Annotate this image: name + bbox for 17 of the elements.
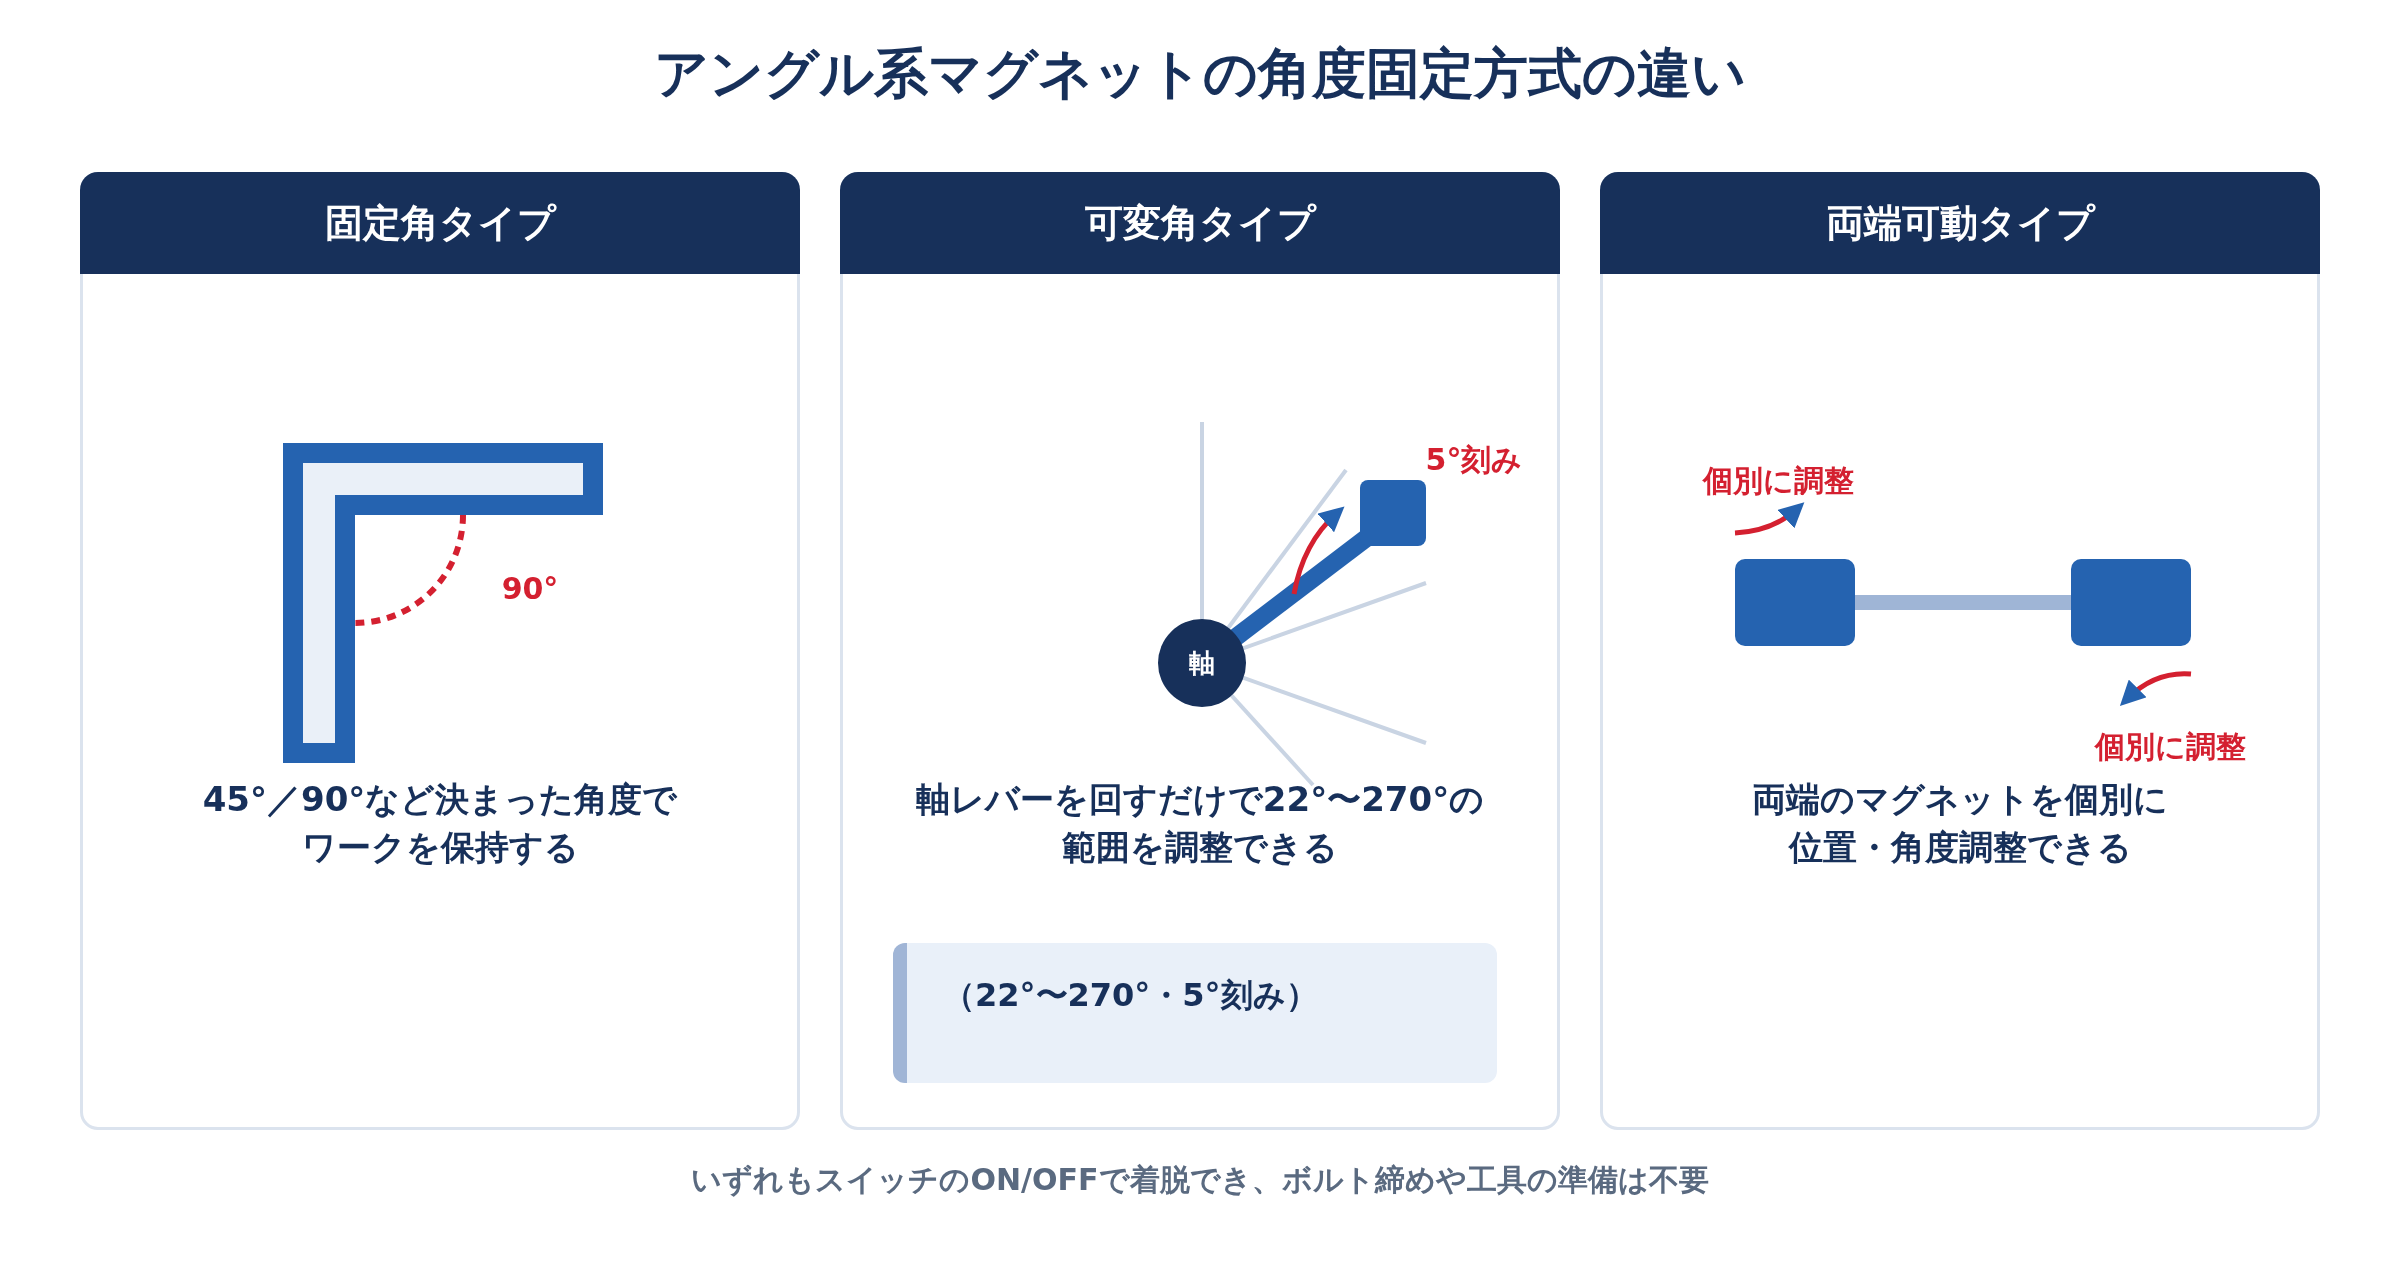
annotation-label: 90° bbox=[501, 570, 559, 606]
footnote: いずれもスイッチのON/OFFで着脱でき、ボルト締めや工具の準備は不要 bbox=[690, 1161, 1710, 1199]
annotation-label: 個別に調整 bbox=[1702, 461, 1854, 500]
panel-card bbox=[1600, 172, 2320, 1130]
annotation-label: 5°刻み bbox=[1425, 440, 1523, 479]
annotation-label: 個別に調整 bbox=[2094, 727, 2246, 766]
panel-card bbox=[840, 172, 1560, 1130]
panel-header: 固定角タイプ bbox=[80, 172, 800, 274]
description: 両端のマグネットを個別に位置・角度調整できる bbox=[1751, 778, 2169, 869]
description: 45°／90°など決まった角度でワークを保持する bbox=[201, 778, 679, 869]
panel-header: 両端可動タイプ bbox=[1600, 172, 2320, 274]
title: アングル系マグネットの角度固定方式の違い bbox=[653, 41, 1747, 107]
panel-card bbox=[80, 172, 800, 1130]
example-note: （22°〜270°・5°刻み） bbox=[893, 943, 1497, 1083]
description: 軸レバーを回すだけで22°〜270°の範囲を調整できる bbox=[914, 778, 1486, 869]
panel-header: 可変角タイプ bbox=[840, 172, 1560, 274]
pivot-circle: 軸 bbox=[1158, 619, 1246, 707]
